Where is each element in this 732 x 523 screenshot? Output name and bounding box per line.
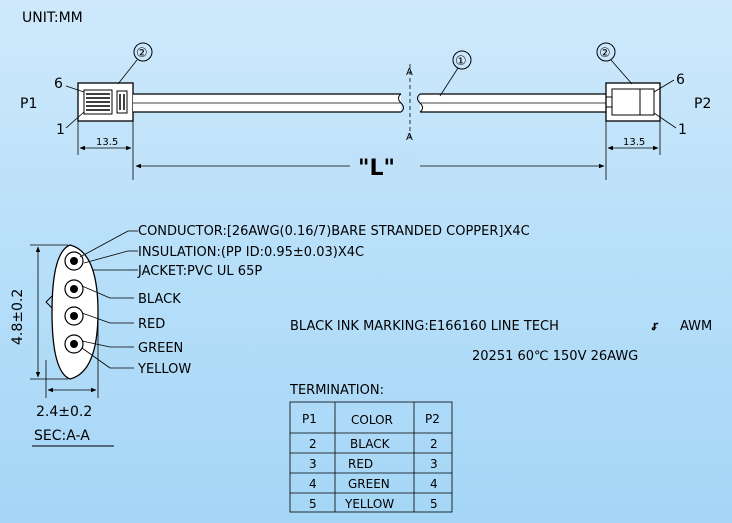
section-mark-a: A A	[406, 64, 413, 143]
svg-text:2.4±0.2: 2.4±0.2	[36, 404, 92, 420]
wire-color-black: BLACK	[138, 292, 181, 307]
balloon-item-2-right: ②	[596, 42, 633, 85]
section-title: SEC:A-A	[34, 428, 90, 444]
svg-text:②: ②	[136, 46, 148, 61]
p1-label: P1	[20, 96, 37, 112]
wire-color-yellow: YELLOW	[137, 362, 191, 377]
table-row-cell: 5	[430, 497, 438, 511]
plug-p1	[77, 82, 134, 122]
svg-text:4.8±0.2: 4.8±0.2	[10, 289, 26, 345]
termination-title: TERMINATION:	[289, 383, 384, 398]
table-row-cell: GREEN	[348, 477, 390, 491]
p2-pin6-label: 6	[676, 72, 685, 88]
p1-pin1-label: 1	[56, 122, 65, 138]
length-label: "L"	[358, 156, 395, 181]
section-mark-bottom: A	[406, 132, 413, 143]
svg-text:13.5: 13.5	[623, 137, 645, 148]
balloon-item-2-left: ②	[117, 42, 153, 85]
table-row-cell: 4	[430, 477, 438, 491]
ul-mark-icon: ꭉ	[651, 319, 659, 334]
svg-text:13.5: 13.5	[96, 137, 118, 148]
cable-right-segment	[417, 93, 606, 113]
dim-section-height: 4.8±0.2	[10, 244, 68, 380]
table-row-cell: 2	[430, 437, 438, 451]
marking-line-1: BLACK INK MARKING:E166160 LINE TECH	[290, 319, 559, 334]
unit-label: UNIT:MM	[22, 10, 83, 26]
table-row-cell: 5	[309, 497, 317, 511]
marking-line-2: 20251 60℃ 150V 26AWG	[472, 349, 638, 364]
termination-header-p2: P2	[425, 412, 440, 426]
termination-header-color: COLOR	[351, 413, 393, 427]
table-row-cell: 3	[309, 457, 317, 471]
dim-length-l: "L"	[135, 153, 605, 181]
jacket-spec: JACKET:PVC UL 65P	[137, 264, 262, 279]
table-row-cell: BLACK	[350, 437, 391, 451]
termination-header-p1: P1	[302, 412, 317, 426]
dim-plug-p1: 13.5	[77, 121, 134, 180]
svg-text:②: ②	[599, 46, 611, 61]
cable-left-segment	[133, 93, 404, 113]
wire-color-green: GREEN	[138, 341, 183, 356]
dim-plug-p2: 13.5	[605, 121, 661, 180]
insulation-spec: INSULATION:(PP ID:0.95±0.03)X4C	[138, 245, 364, 260]
conductor-spec: CONDUCTOR:[26AWG(0.16/7)BARE STRANDED CO…	[138, 224, 530, 239]
section-mark-top: A	[406, 67, 413, 78]
p1-pin6-label: 6	[54, 76, 63, 92]
section-leaders	[79, 230, 138, 369]
p2-label: P2	[694, 96, 711, 112]
termination-table: P1 COLOR P2 2 BLACK 2 3 RED 3 4 GREEN 4 …	[289, 401, 453, 513]
balloon-item-1: ①	[439, 50, 472, 97]
p2-pin1-label: 1	[678, 122, 687, 138]
table-row-cell: 4	[309, 477, 317, 491]
table-row-cell: RED	[348, 457, 373, 471]
cross-section	[45, 244, 99, 380]
wire-color-red: RED	[138, 317, 165, 332]
table-row-cell: 3	[430, 457, 438, 471]
table-row-cell: YELLOW	[344, 497, 394, 511]
svg-text:①: ①	[455, 54, 467, 69]
table-row-cell: 2	[309, 437, 317, 451]
plug-p2	[605, 82, 661, 122]
marking-awm: AWM	[680, 319, 712, 334]
